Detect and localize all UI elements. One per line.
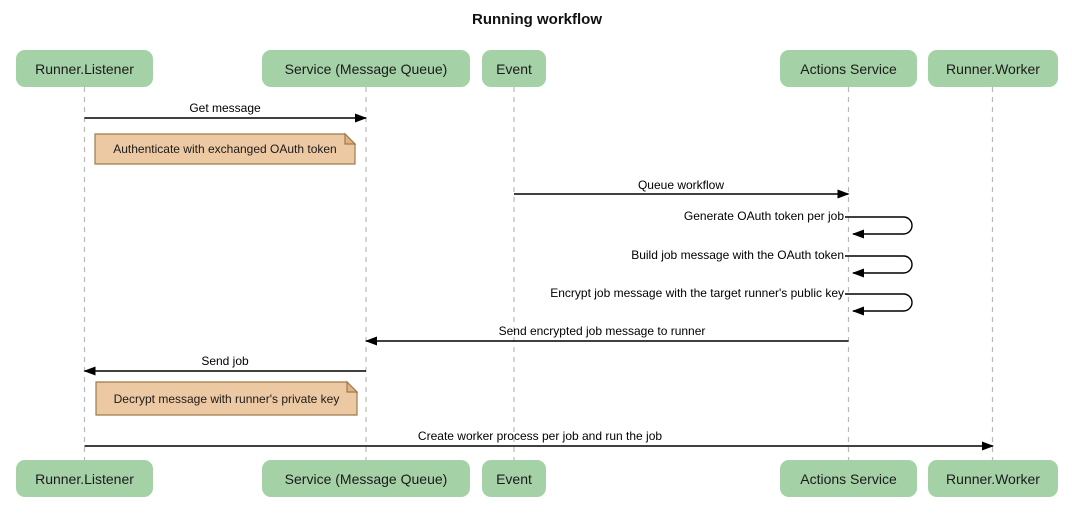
note-decrypt-shape	[95, 381, 358, 416]
message-label-get-message: Get message	[189, 101, 261, 115]
participant-bottom-actions-service: Actions Service	[780, 460, 917, 497]
self-arrow-encrypt-job-message	[845, 293, 913, 316]
note-decrypt: Decrypt message with runner's private ke…	[113, 391, 340, 406]
participant-label: Runner.Listener	[35, 470, 134, 487]
participant-label: Service (Message Queue)	[284, 470, 448, 487]
message-label-send-encrypted-job-message: Send encrypted job message to runner	[498, 324, 706, 338]
diagram-title: Running workflow	[472, 11, 602, 28]
message-label-queue-workflow: Queue workflow	[637, 178, 725, 192]
self-arrow-build-job-message	[845, 255, 913, 278]
message-label-generate-oauth-token: Generate OAuth token per job	[683, 209, 844, 223]
participant-bottom-runner-worker: Runner.Worker	[928, 460, 1058, 497]
note-authenticate-fold-icon	[344, 132, 357, 145]
note-decrypt-fold-icon	[346, 380, 359, 393]
note-authenticate: Authenticate with exchanged OAuth token	[113, 142, 337, 156]
participant-bottom-runner-listener: Runner.Listener	[16, 460, 153, 497]
message-label-create-worker-process: Create worker process per job and run th…	[417, 429, 663, 443]
note-authenticate-shape	[94, 133, 356, 165]
participant-top-runner-worker: Runner.Worker	[928, 50, 1058, 87]
participant-label: Runner.Listener	[35, 60, 134, 77]
participant-label: Runner.Worker	[946, 60, 1040, 77]
participant-bottom-service-message-queue: Service (Message Queue)	[262, 460, 470, 497]
participant-top-event: Event	[482, 50, 546, 87]
message-label-build-job-message: Build job message with the OAuth token	[631, 248, 844, 262]
participant-top-service-message-queue: Service (Message Queue)	[262, 50, 470, 87]
message-label-send-job: Send job	[201, 354, 249, 368]
participant-label: Event	[496, 470, 532, 487]
participant-label: Actions Service	[800, 60, 897, 77]
message-label-encrypt-job-message: Encrypt job message with the target runn…	[550, 286, 844, 300]
participant-label: Service (Message Queue)	[284, 60, 448, 77]
participant-label: Runner.Worker	[946, 470, 1040, 487]
participant-bottom-event: Event	[482, 460, 546, 497]
participant-top-runner-listener: Runner.Listener	[16, 50, 153, 87]
participant-label: Event	[496, 60, 532, 77]
self-arrow-generate-oauth-token	[845, 216, 913, 239]
participant-label: Actions Service	[800, 470, 897, 487]
participant-top-actions-service: Actions Service	[780, 50, 917, 87]
